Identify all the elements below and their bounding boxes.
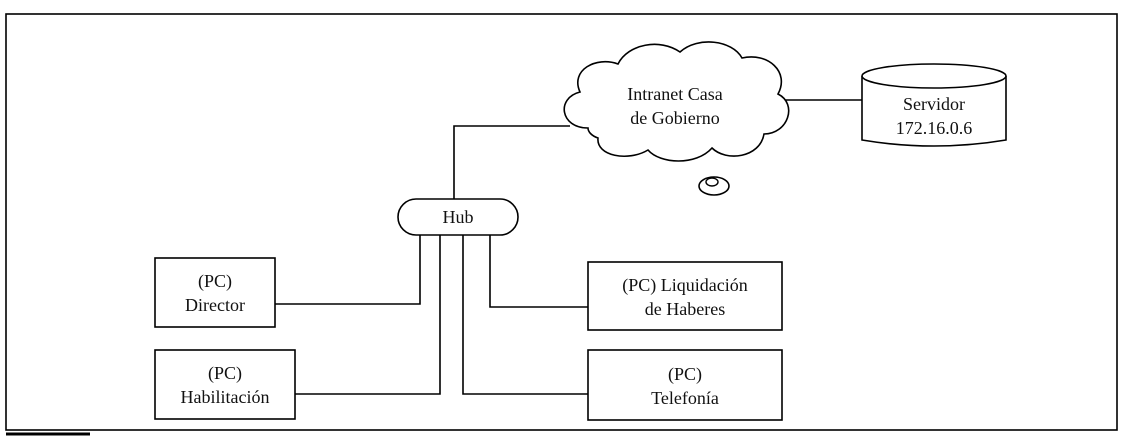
intranet-cloud: Intranet Casa de Gobierno <box>563 41 790 196</box>
pc-habilitacion-node: (PC) Habilitación <box>154 349 296 420</box>
hub-label: Hub <box>443 207 474 227</box>
server-label-line1: Servidor <box>903 94 965 114</box>
cloud-bubble-small <box>705 177 719 187</box>
link-hub-habilitacion <box>295 235 441 395</box>
cloud-label-line1: Intranet Casa <box>627 84 722 104</box>
server-label-line2: 172.16.0.6 <box>896 118 973 138</box>
link-hub-liquidacion <box>489 235 588 308</box>
pc-habilitacion-line2: Habilitación <box>181 387 270 407</box>
pc-director-line2: Director <box>185 295 245 315</box>
server-node: Servidor 172.16.0.6 <box>861 63 1007 147</box>
pc-telefonia-line1: (PC) <box>668 364 702 385</box>
server-cylinder-body <box>861 76 1007 147</box>
connections <box>275 99 862 395</box>
link-hub-telefonia <box>462 235 588 395</box>
pc-telefonia-node: (PC) Telefonía <box>587 349 783 421</box>
pc-director-line1: (PC) <box>198 271 232 292</box>
pc-liquidacion-box <box>587 261 783 331</box>
hub-node: Hub <box>397 198 519 236</box>
cloud-shape <box>563 41 790 162</box>
pc-telefonia-line2: Telefonía <box>651 388 719 408</box>
cloud-label-line2: de Gobierno <box>630 108 719 128</box>
pc-habilitacion-box <box>154 349 296 420</box>
hub-shape <box>397 198 519 236</box>
pc-habilitacion-line1: (PC) <box>208 363 242 384</box>
pc-director-node: (PC) Director <box>154 257 276 328</box>
link-hub-director <box>275 235 421 305</box>
pc-liquidacion-line1: (PC) Liquidación <box>622 275 747 296</box>
pc-director-box <box>154 257 276 328</box>
pc-liquidacion-line2: de Haberes <box>645 299 725 319</box>
pc-telefonia-box <box>587 349 783 421</box>
diagram-frame <box>5 13 1118 431</box>
link-hub-cloud <box>453 125 570 199</box>
pc-liquidacion-node: (PC) Liquidación de Haberes <box>587 261 783 331</box>
server-cylinder-top <box>861 63 1007 89</box>
